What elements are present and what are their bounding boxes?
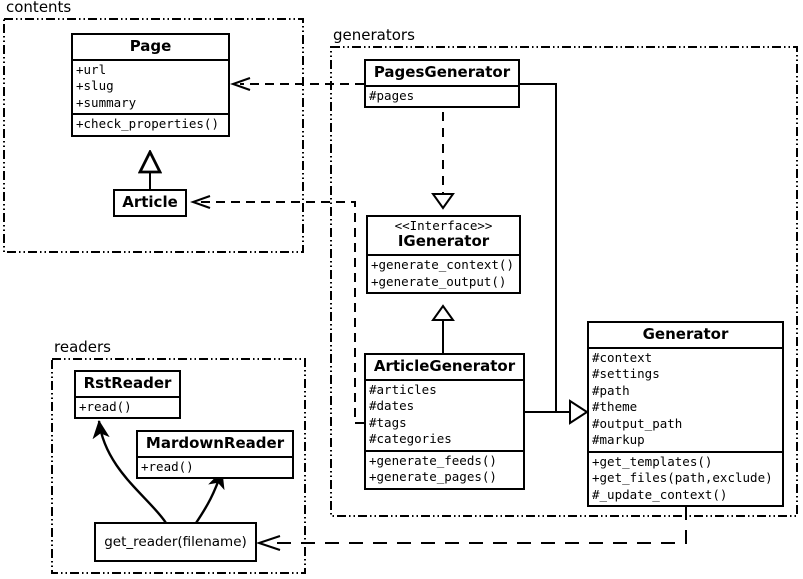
relation-generator-uses-get-reader xyxy=(255,506,687,551)
class-attribute: #settings xyxy=(592,366,660,382)
package-label-generators: generators xyxy=(333,26,415,44)
class-attribute: #articles xyxy=(369,381,437,397)
relation-pagesgenerator-inherits-generator xyxy=(519,83,570,413)
package-label-readers: readers xyxy=(54,338,111,356)
class-name-mardown-reader: MardownReader xyxy=(145,434,285,452)
class-name-article: Article xyxy=(122,193,178,211)
class-method: +generate_pages() xyxy=(369,469,497,485)
class-name-article-generator: ArticleGenerator xyxy=(373,357,516,375)
class-attribute: +url xyxy=(76,61,107,77)
class-method: +generate_context() xyxy=(371,257,514,273)
function-box-get-reader[interactable]: get_reader(filename) xyxy=(94,522,257,562)
class-attribute: #markup xyxy=(592,432,645,448)
class-method: +read() xyxy=(141,458,194,474)
class-attribute: #dates xyxy=(369,398,415,414)
class-method: +check_properties() xyxy=(76,116,219,132)
class-name-igenerator: IGenerator xyxy=(397,232,490,251)
relation-articlegenerator-realizes-igenerator xyxy=(431,304,455,355)
function-label-get-reader: get_reader(filename) xyxy=(104,534,247,550)
class-attribute: +slug xyxy=(76,78,114,94)
package-label-contents: contents xyxy=(6,0,72,16)
relation-articlegenerator-inherits-generator xyxy=(525,399,589,425)
class-attribute: #path xyxy=(592,382,630,398)
class-methods-rst-reader: +read() xyxy=(76,395,179,418)
class-box-page[interactable]: Page +url +slug +summary +check_properti… xyxy=(71,33,230,137)
class-method: +get_files(path,exclude) xyxy=(592,470,773,486)
class-name-rst-reader: RstReader xyxy=(83,374,172,392)
class-box-article[interactable]: Article xyxy=(113,189,187,217)
class-method: +read() xyxy=(79,398,132,414)
class-box-igenerator[interactable]: <<Interface>> IGenerator +generate_conte… xyxy=(366,215,521,295)
class-name-page: Page xyxy=(129,37,172,55)
class-attribute: #output_path xyxy=(592,415,683,431)
relation-articlegenerator-uses-article xyxy=(189,195,364,424)
class-box-mardown-reader[interactable]: MardownReader +read() xyxy=(136,430,294,480)
class-attribute: +summary xyxy=(76,94,137,110)
class-attribute: #categories xyxy=(369,431,452,447)
class-attribute: #theme xyxy=(592,399,638,415)
class-methods-article-generator: +generate_feeds() +generate_pages() xyxy=(366,449,523,488)
class-method: +generate_feeds() xyxy=(369,452,497,468)
class-attribute: #context xyxy=(592,349,653,365)
class-name-generator: Generator xyxy=(642,325,729,343)
relation-pagesgenerator-realizes-igenerator xyxy=(431,112,455,210)
class-attribute: #tags xyxy=(369,414,407,430)
class-method: #_update_context() xyxy=(592,486,728,502)
class-methods-page: +check_properties() xyxy=(73,113,228,135)
class-header-igenerator: <<Interface>> IGenerator xyxy=(368,217,519,254)
class-box-generator[interactable]: Generator #context #settings #path #them… xyxy=(587,321,784,508)
relation-pagesgenerator-uses-page xyxy=(229,77,364,91)
class-attributes-generator: #context #settings #path #theme #output_… xyxy=(589,346,782,451)
class-stereotype-igenerator: <<Interface>> xyxy=(394,218,493,233)
class-attributes-page: +url +slug +summary xyxy=(73,58,228,114)
class-method: +get_templates() xyxy=(592,453,713,469)
class-methods-igenerator: +generate_context() +generate_output() xyxy=(368,254,519,292)
class-methods-mardown-reader: +read() xyxy=(138,455,292,478)
class-attribute: #pages xyxy=(369,87,415,103)
class-attributes-pages-generator: #pages xyxy=(366,84,518,107)
class-box-article-generator[interactable]: ArticleGenerator #articles #dates #tags … xyxy=(364,353,525,490)
class-method: +generate_output() xyxy=(371,273,507,289)
class-box-pages-generator[interactable]: PagesGenerator #pages xyxy=(364,59,520,109)
class-attributes-article-generator: #articles #dates #tags #categories xyxy=(366,378,523,450)
class-name-pages-generator: PagesGenerator xyxy=(373,63,511,81)
class-methods-generator: +get_templates() +get_files(path,exclude… xyxy=(589,450,782,506)
class-box-rst-reader[interactable]: RstReader +read() xyxy=(74,370,181,420)
